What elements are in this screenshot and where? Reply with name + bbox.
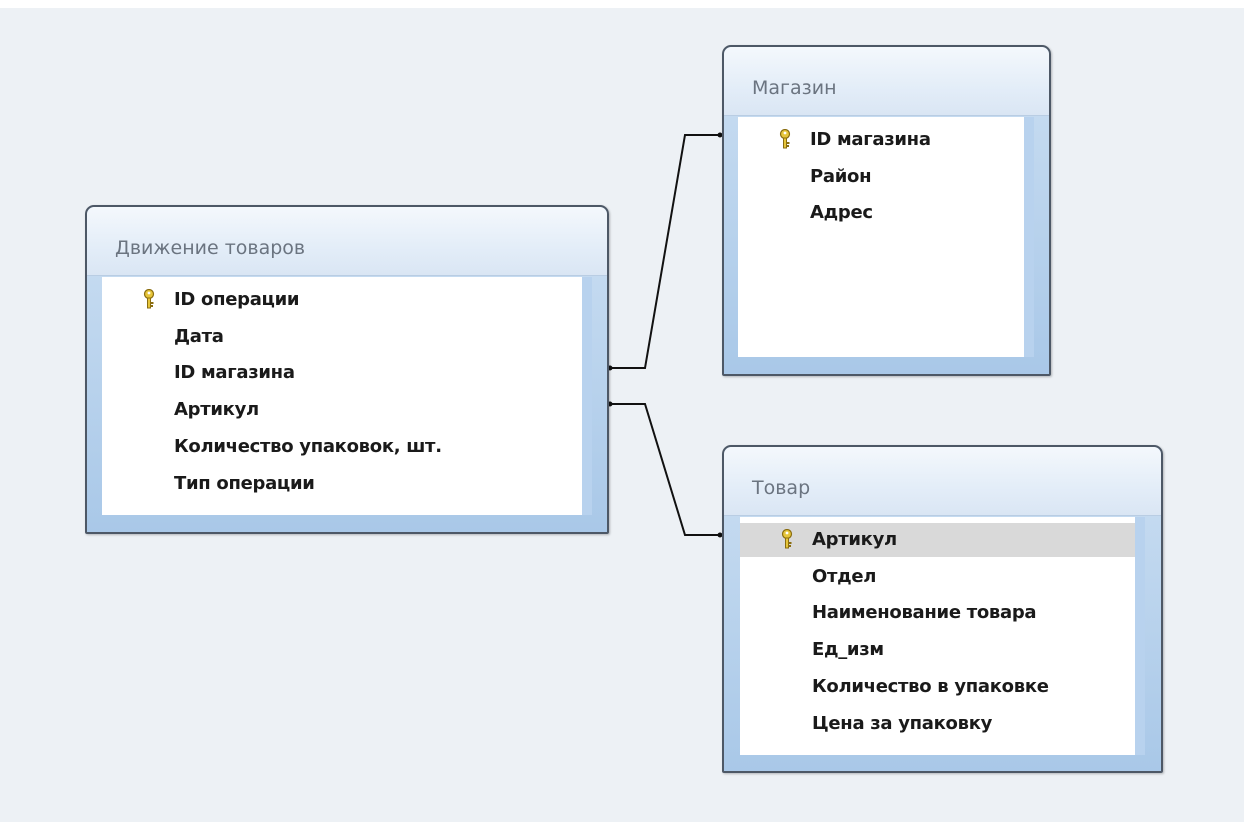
primary-key-icon	[780, 528, 794, 549]
field-name: ID операции	[174, 289, 300, 310]
field-row[interactable]: ID операции	[102, 283, 582, 317]
field-row[interactable]: Тип операции	[102, 467, 582, 501]
field-row[interactable]: Отдел	[740, 560, 1135, 594]
field-row[interactable]: Количество в упаковке	[740, 670, 1135, 704]
field-row[interactable]: Наименование товара	[740, 596, 1135, 630]
field-name: Район	[810, 165, 872, 187]
table-title: Движение товаров	[115, 237, 306, 259]
field-name: Отдел	[812, 565, 877, 587]
field-name: Количество упаковок, шт.	[174, 435, 442, 457]
primary-key-icon	[778, 128, 792, 149]
table-title: Магазин	[752, 77, 837, 99]
field-row[interactable]: ID магазина	[738, 123, 1024, 157]
field-row[interactable]: Артикул	[740, 523, 1135, 557]
relationship-end-dot	[717, 132, 723, 138]
field-name: Наименование товара	[812, 602, 1037, 624]
relationship-line-product[interactable]	[608, 403, 722, 536]
field-row[interactable]: Ед_изм	[740, 633, 1135, 667]
field-name: Дата	[174, 325, 224, 347]
field-row[interactable]: Адрес	[738, 196, 1024, 230]
field-name: ID магазина	[174, 362, 295, 384]
field-name: Цена за упаковку	[812, 712, 993, 734]
table-header[interactable]: Движение товаров	[87, 207, 607, 276]
field-row[interactable]: Район	[738, 160, 1024, 194]
field-name: Тип операции	[174, 472, 315, 494]
field-row[interactable]: Артикул	[102, 393, 582, 427]
table-title: Товар	[752, 477, 811, 499]
relationship-end-dot	[717, 532, 723, 538]
field-row[interactable]: Количество упаковок, шт.	[102, 430, 582, 464]
table-header[interactable]: Магазин	[724, 47, 1049, 116]
field-name: Артикул	[174, 399, 259, 421]
field-row[interactable]: Дата	[102, 320, 582, 354]
field-name: Ед_изм	[812, 639, 884, 661]
field-name: Количество в упаковке	[812, 675, 1049, 697]
field-row[interactable]: ID магазина	[102, 356, 582, 390]
field-name: ID магазина	[810, 129, 931, 150]
table-header[interactable]: Товар	[724, 447, 1161, 516]
field-row[interactable]: Цена за упаковку	[740, 707, 1135, 741]
field-name: Адрес	[810, 202, 873, 224]
primary-key-icon	[142, 288, 156, 309]
relationship-line-store[interactable]	[608, 134, 722, 369]
field-name: Артикул	[812, 529, 897, 550]
